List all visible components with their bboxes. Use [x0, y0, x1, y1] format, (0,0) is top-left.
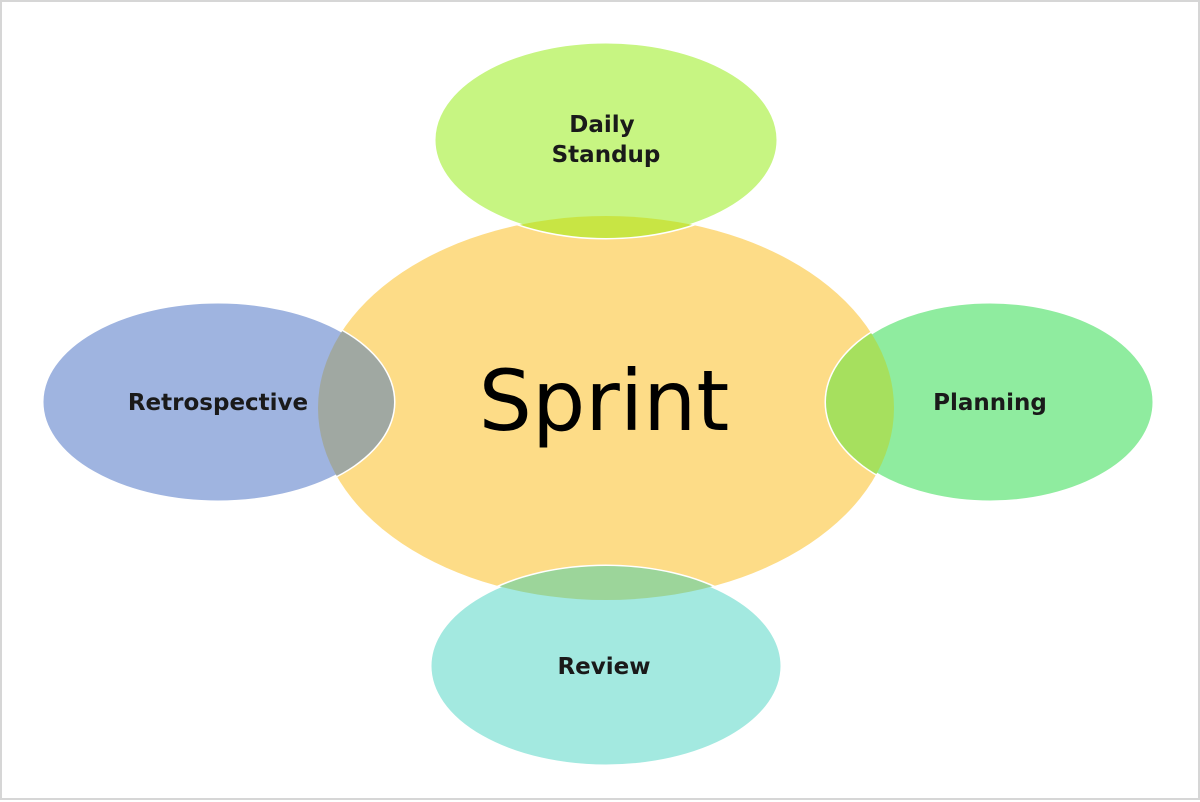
daily-standup-label: Daily Standup: [552, 112, 661, 168]
review-label: Review: [557, 654, 650, 680]
sprint-center-ellipse: [318, 216, 894, 600]
planning-label: Planning: [933, 390, 1047, 416]
sprint-label: Sprint: [479, 352, 730, 450]
daily-standup-ellipse: [432, 40, 780, 240]
retrospective-label: Retrospective: [128, 390, 308, 416]
